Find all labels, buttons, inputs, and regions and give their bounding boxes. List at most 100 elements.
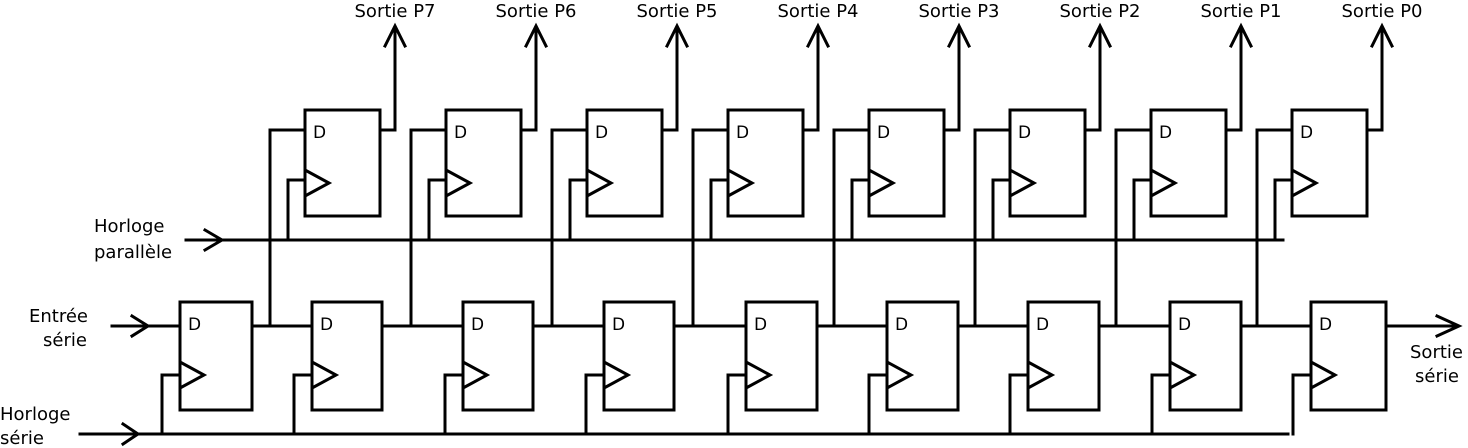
flip-flop-box xyxy=(585,108,664,218)
output-arrow-icon xyxy=(664,22,690,49)
serial-output-label: Sortie xyxy=(1410,342,1463,363)
parallel-clock-tap xyxy=(709,178,730,242)
clock-input-symbol xyxy=(1150,168,1179,198)
flip-flop-box xyxy=(1026,300,1101,412)
parallel-output-label: Sortie P0 xyxy=(1342,1,1423,22)
clock-input-symbol xyxy=(1310,360,1339,390)
serial-clock-label: série xyxy=(0,428,44,448)
parallel-clock-tap xyxy=(1132,178,1153,242)
parallel-output-label: Sortie P1 xyxy=(1201,1,1282,22)
clock-input-symbol xyxy=(1169,360,1198,390)
d-input-label: D xyxy=(454,123,467,143)
d-input-label: D xyxy=(1036,315,1049,335)
d-input-label: D xyxy=(1319,315,1332,335)
flip-flop-box xyxy=(1168,300,1243,412)
serial-flip-flop: D xyxy=(461,300,535,412)
flip-flop-box xyxy=(303,108,382,218)
parallel-clock-tap xyxy=(427,178,448,242)
flip-flop-box xyxy=(444,108,523,218)
serial-flip-flop: D xyxy=(602,300,676,412)
serial-clock-tap xyxy=(584,373,606,436)
d-input-label: D xyxy=(1178,315,1191,335)
d-input-label: D xyxy=(595,123,608,143)
d-input-label: D xyxy=(612,315,625,335)
parallel-clock-tap xyxy=(286,178,307,242)
parallel-output-wire xyxy=(1224,26,1243,132)
flip-flop-box xyxy=(1309,300,1388,412)
flip-flop-box xyxy=(1290,108,1369,218)
parallel-output-wire xyxy=(660,26,679,132)
serial-clock-tap xyxy=(443,373,465,436)
serial-flip-flop: D xyxy=(744,300,819,412)
serial-output-arrow-icon xyxy=(1435,314,1463,338)
d-input-label: D xyxy=(1018,123,1031,143)
d-input-label: D xyxy=(754,315,767,335)
parallel-flip-flop: D xyxy=(1008,108,1087,218)
parallel-output-wire xyxy=(519,26,538,132)
wires xyxy=(78,22,1463,447)
parallel-flip-flop: D xyxy=(726,108,805,218)
clock-input-symbol xyxy=(462,360,491,390)
parallel-output-label: Sortie P7 xyxy=(355,1,436,22)
serial-output-label: série xyxy=(1415,366,1459,387)
parallel-flip-flop: D xyxy=(585,108,664,218)
parallel-data-tap xyxy=(1255,128,1294,328)
serial-flip-flop: D xyxy=(1168,300,1243,412)
output-arrow-icon xyxy=(805,22,831,49)
d-input-label: D xyxy=(877,123,890,143)
parallel-flip-flop: D xyxy=(303,108,382,218)
output-arrow-icon xyxy=(1228,22,1254,49)
flip-flop-box xyxy=(885,300,960,412)
d-input-label: D xyxy=(1300,123,1313,143)
serial-clock-tap xyxy=(292,373,314,436)
parallel-clock-tap xyxy=(991,178,1012,242)
serial-flip-flop: D xyxy=(885,300,960,412)
clock-input-symbol xyxy=(304,168,333,198)
output-arrow-icon xyxy=(1369,22,1395,49)
flip-flop-box xyxy=(1149,108,1228,218)
serial-flip-flop: D xyxy=(310,300,384,412)
serial-clock-tap xyxy=(726,373,748,436)
flip-flop-box xyxy=(461,300,535,412)
serial-clock-tap xyxy=(1008,373,1030,436)
serial-clock-label: Horloge xyxy=(0,404,70,425)
parallel-output-wire xyxy=(378,26,397,132)
parallel-data-tap xyxy=(691,128,730,328)
d-input-label: D xyxy=(1159,123,1172,143)
serial-clock-tap xyxy=(1150,373,1172,436)
flip-flop-box xyxy=(178,300,254,412)
parallel-flip-flop: D xyxy=(444,108,523,218)
serial-flip-flop: D xyxy=(178,300,254,412)
output-arrow-icon xyxy=(946,22,972,49)
clock-input-symbol xyxy=(1009,168,1038,198)
parallel-output-wire xyxy=(1083,26,1102,132)
clock-input-symbol xyxy=(311,360,340,390)
parallel-data-tap xyxy=(1114,128,1153,328)
flip-flop-box xyxy=(1008,108,1087,218)
parallel-clock-tap xyxy=(1273,178,1294,242)
parallel-data-tap xyxy=(832,128,871,328)
clock-input-symbol xyxy=(745,360,774,390)
parallel-output-wire xyxy=(801,26,820,132)
output-arrow-icon xyxy=(382,22,408,49)
clock-input-symbol xyxy=(1291,168,1320,198)
parallel-output-wire xyxy=(1365,26,1384,132)
serial-clock-tap xyxy=(160,373,182,436)
clock-input-symbol xyxy=(868,168,897,198)
clock-input-symbol xyxy=(886,360,915,390)
parallel-output-label: Sortie P5 xyxy=(637,1,718,22)
clock-input-symbol xyxy=(1027,360,1056,390)
parallel-flip-flop: D xyxy=(1290,108,1369,218)
parallel-flip-flop: D xyxy=(1149,108,1228,218)
parallel-clock-label: Horloge xyxy=(94,216,164,237)
d-input-label: D xyxy=(736,123,749,143)
parallel-data-tap xyxy=(409,128,448,328)
parallel-output-label: Sortie P2 xyxy=(1060,1,1141,22)
flip-flop-box xyxy=(744,300,819,412)
parallel-data-tap xyxy=(973,128,1012,328)
clock-input-symbol xyxy=(179,360,208,390)
parallel-output-label: Sortie P4 xyxy=(778,1,859,22)
d-input-label: D xyxy=(313,123,326,143)
